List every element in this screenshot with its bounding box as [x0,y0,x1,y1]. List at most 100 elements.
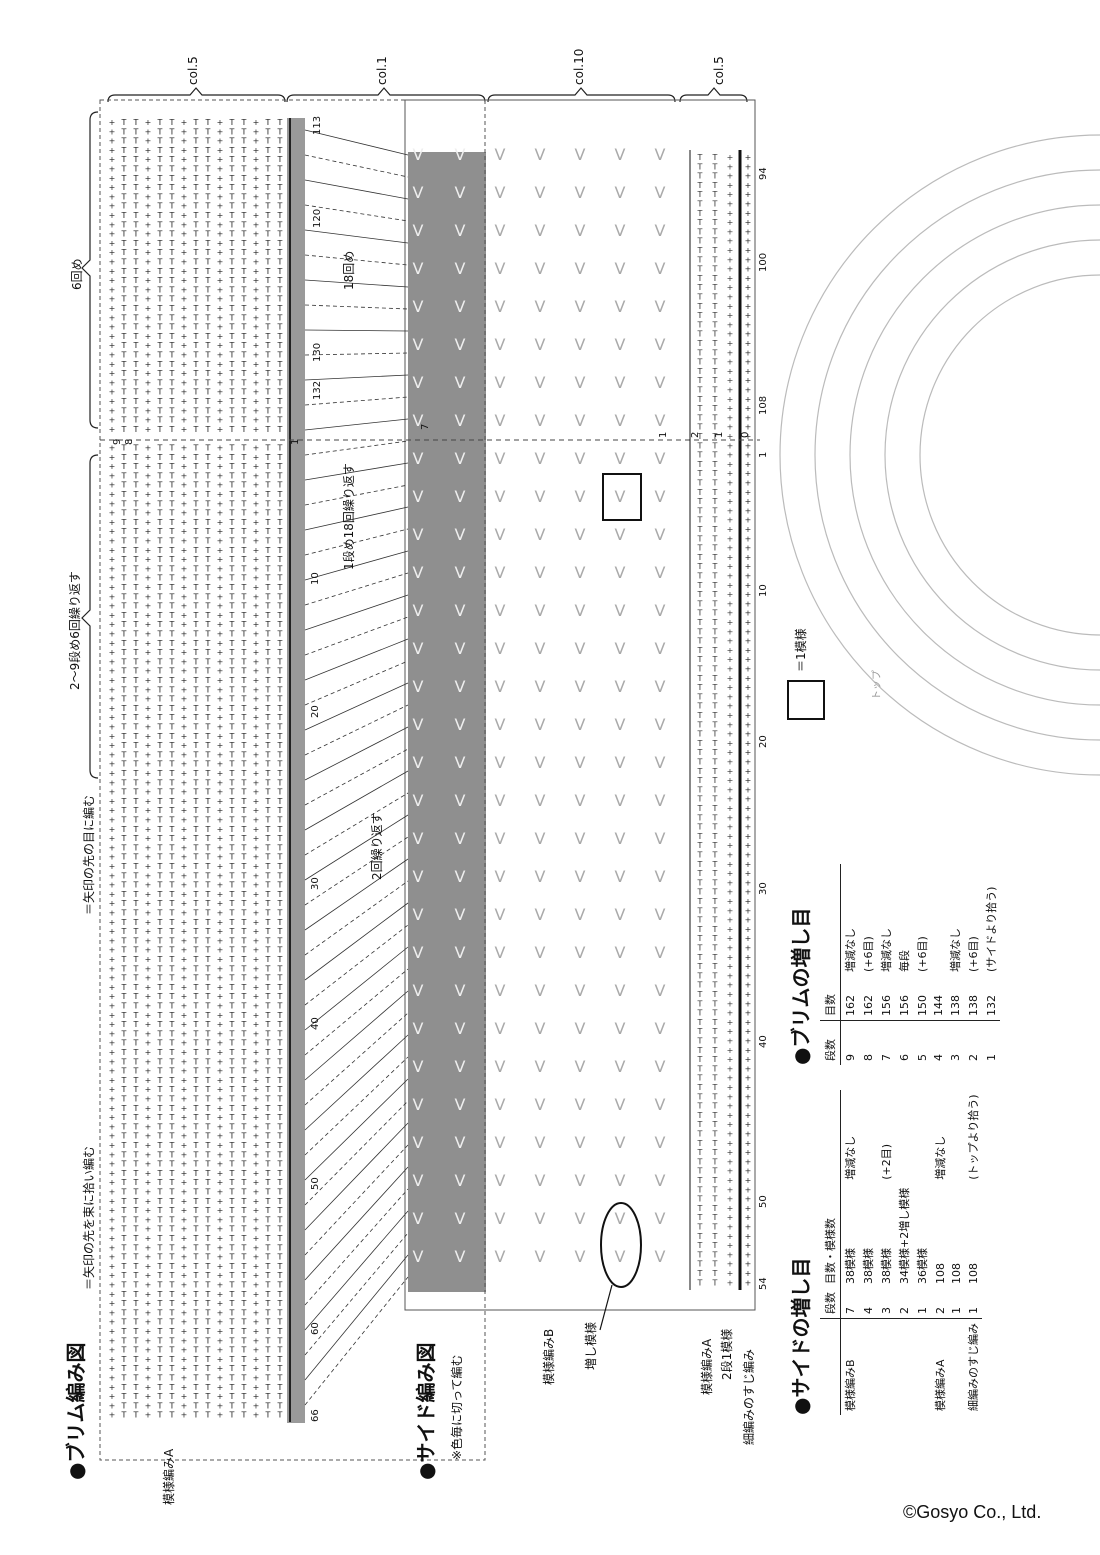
stitch-symbol: + [217,462,224,471]
stitch-symbol: T [157,918,163,927]
stitch-symbol: V [455,905,466,924]
stitch-symbol: T [157,964,163,973]
stitch-symbol: T [265,1113,271,1122]
stitch-symbol: T [157,955,163,964]
stitch-symbol: T [193,1095,199,1104]
stitch-symbol: T [169,899,175,908]
stitch-symbol: + [727,283,734,292]
stitch-symbol: T [697,878,703,887]
stitch-symbol: T [169,1188,175,1197]
stitch-symbol: V [535,677,546,696]
stitch-symbol: V [455,1133,466,1152]
stitch-symbol: T [229,1029,235,1038]
stitch-symbol: + [181,1327,188,1336]
stitch-symbol: + [727,1213,734,1222]
stitch-symbol: + [253,1299,260,1308]
stitch-symbol: T [121,202,127,211]
stitch-symbol: T [121,183,127,192]
stitch-symbol: + [217,667,224,676]
stitch-symbol: V [495,753,506,772]
stitch-symbol: T [697,246,703,255]
stitch-symbol: V [455,183,466,202]
stitch-symbol: + [217,788,224,797]
stitch-symbol: T [697,1241,703,1250]
stitch-symbol: + [253,1178,260,1187]
stitch-symbol: T [121,1271,127,1280]
stitch-symbol: T [697,320,703,329]
stitch-symbol: T [121,1411,127,1420]
stitch-symbol: + [745,302,752,311]
stitch-symbol: T [193,1327,199,1336]
stitch-symbol: T [277,137,283,146]
stitch-symbol: T [697,153,703,162]
stitch-symbol: T [157,1085,163,1094]
stitch-symbol: T [277,806,283,815]
stitch-symbol: + [745,255,752,264]
pick-up-arrow [304,990,409,1081]
stitch-symbol: + [253,416,260,425]
stitch-symbol: T [193,397,199,406]
stitch-symbol: + [253,546,260,555]
stitch-symbol: T [121,304,127,313]
stitch-symbol: T [229,332,235,341]
stitch-symbol: T [265,1336,271,1345]
stitch-symbol: + [109,462,116,471]
stitch-symbol: T [193,583,199,592]
stitch-symbol: T [265,685,271,694]
stitch-symbol: + [253,1401,260,1410]
stitch-symbol: T [121,732,127,741]
stitch-symbol: T [697,1111,703,1120]
stitch-symbol: + [217,592,224,601]
stitch-symbol: T [277,378,283,387]
stitch-symbol: + [109,258,116,267]
stitch-symbol: V [495,1209,506,1228]
stitch-symbol: T [121,509,127,518]
stitch-symbol: T [157,1290,163,1299]
pick-up-arrow [304,572,409,606]
stitch-symbol: + [181,202,188,211]
stitch-symbol: + [181,165,188,174]
stitch-symbol: V [655,601,666,620]
stitch-symbol: T [697,702,703,711]
stitch-symbol: T [205,323,211,332]
stitch-symbol: T [265,853,271,862]
stitch-symbol: T [193,788,199,797]
stitch-symbol: + [253,1160,260,1169]
stitch-symbol: + [217,304,224,313]
stitch-symbol: T [205,899,211,908]
stitch-symbol: T [169,1234,175,1243]
repeat-18-label: 18回め [342,250,356,290]
stitch-symbol: T [157,295,163,304]
stitch-symbol: T [241,1132,247,1141]
stitch-symbol: T [229,1048,235,1057]
stitch-symbol: + [253,1383,260,1392]
side-table-cell: 108 [950,1263,963,1284]
stitch-symbol: T [133,927,139,936]
stitch-symbol: T [265,825,271,834]
stitch-symbol: + [253,1290,260,1299]
stitch-symbol: + [181,890,188,899]
stitch-symbol: T [241,518,247,527]
stitch-symbol: T [712,860,718,869]
stitch-symbol: T [169,1374,175,1383]
stitch-symbol: + [727,181,734,190]
stitch-symbol: + [145,564,152,573]
stitch-symbol: + [217,127,224,136]
brim-row-1: 1 [658,431,669,438]
side-shaded-band [408,152,486,1292]
stitch-symbol: T [169,974,175,983]
stitch-symbol: T [193,276,199,285]
stitch-symbol: + [217,1057,224,1066]
stitch-symbol: T [121,1336,127,1345]
stitch-symbol: + [217,165,224,174]
stitch-symbol: T [229,1253,235,1262]
stitch-symbol: T [265,1085,271,1094]
stitch-symbol: T [697,1269,703,1278]
stitch-symbol: T [277,360,283,369]
stitch-symbol: T [277,704,283,713]
stitch-symbol: T [169,1020,175,1029]
stitch-symbol: T [205,1011,211,1020]
